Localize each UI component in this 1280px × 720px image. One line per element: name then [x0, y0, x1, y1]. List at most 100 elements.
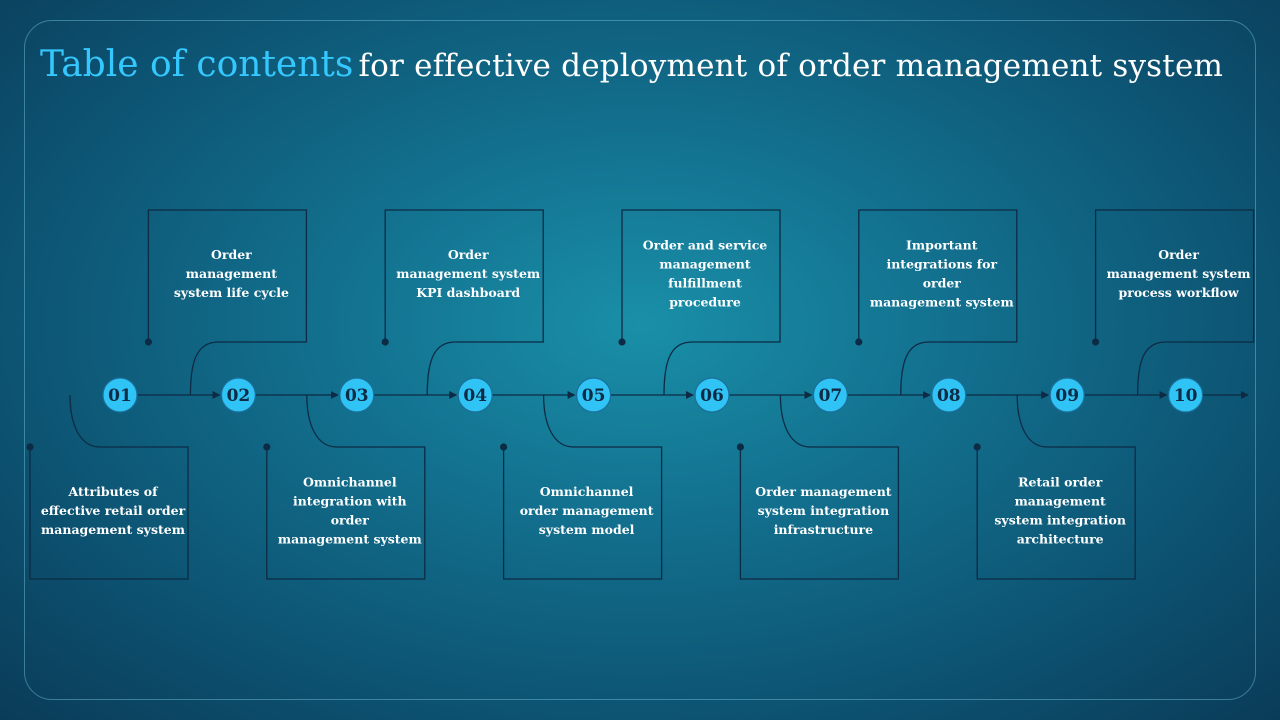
step-box-curve	[663, 341, 693, 396]
step-label-line: Order	[211, 247, 252, 262]
timeline-connectors	[69, 341, 1249, 448]
step-label-line: management system	[41, 522, 185, 537]
step-number: 08	[937, 386, 961, 406]
step-node-circle	[931, 377, 967, 413]
step-box-dot	[736, 443, 745, 451]
step-label: Order management system process workflow	[1107, 247, 1251, 300]
step-box-curve	[1016, 394, 1048, 448]
step-number: 02	[227, 386, 251, 406]
step-label: Omnichannel integration with order manageme…	[278, 475, 422, 547]
step-node-circle	[1167, 377, 1204, 413]
step-label-line: system integration	[994, 513, 1126, 528]
step-node: 09	[1049, 377, 1085, 413]
step-box-dot	[381, 338, 389, 346]
step-node-circle	[694, 377, 730, 413]
step-box-dot	[855, 338, 863, 346]
step-box-curve	[69, 394, 101, 448]
step-node-circle	[812, 377, 849, 413]
step-label-line: Order management	[755, 484, 892, 499]
step-label-line: architecture	[1017, 532, 1104, 547]
step-box-dot	[973, 443, 981, 451]
step-label-line: Order	[1158, 247, 1199, 262]
step-node: 07	[812, 377, 849, 413]
step-label-line: Omnichannel	[303, 475, 397, 490]
step-label-line: integrations for	[886, 257, 997, 272]
step-label-line: management system	[1107, 266, 1251, 281]
slide-title: Table of contents for effective deployme…	[40, 44, 1223, 85]
step-label-line: management	[186, 266, 277, 281]
step-label-line: effective retail order	[41, 503, 186, 518]
step-box-outline	[976, 446, 1136, 580]
step-box-dot	[500, 443, 508, 451]
step-box-outline	[266, 446, 426, 580]
step-node: 10	[1167, 377, 1204, 413]
step-label-line: KPI dashboard	[416, 285, 520, 300]
step-node-circle	[1049, 377, 1085, 413]
step-box-curve	[542, 394, 574, 448]
timeline-boxes: Attributes of effective retail order manag…	[26, 209, 1255, 580]
step-label-line: process workflow	[1119, 285, 1240, 300]
title-rest: for effective deployment of order manage…	[358, 48, 1224, 84]
step-label-line: Attributes of	[67, 484, 159, 499]
step-number: 10	[1174, 386, 1198, 406]
step-node-circle	[102, 377, 138, 413]
step-node-circle	[457, 377, 493, 413]
step-label-line: system integration	[758, 503, 890, 518]
step-node: 04	[457, 377, 493, 413]
step-box-outline	[147, 209, 308, 343]
step-box-dot	[1092, 338, 1100, 346]
step-number: 06	[700, 386, 724, 406]
step-label-line: order	[331, 513, 370, 528]
step-label-line: Order	[448, 247, 489, 262]
step-box-curve	[1136, 341, 1166, 396]
step-node: 01	[102, 377, 138, 413]
step-box-outline	[858, 209, 1018, 343]
step-label: Attributes of effective retail order manag…	[41, 484, 186, 537]
step-box-outline	[739, 446, 900, 580]
content-panel	[24, 20, 1256, 700]
step-box-outline	[384, 209, 544, 343]
step-label-line: fulfillment	[668, 276, 742, 291]
step-box-dot	[144, 338, 152, 346]
step-node: 05	[575, 377, 612, 413]
step-box-dot	[263, 443, 271, 451]
step-node-circle	[220, 377, 256, 413]
step-number: 01	[108, 386, 132, 406]
step-label-line: integration with	[293, 494, 407, 509]
step-label-line: Omnichannel	[540, 484, 634, 499]
step-label-line: management	[659, 257, 750, 272]
step-label-line: management system	[278, 532, 422, 547]
step-box-curve	[306, 394, 337, 448]
step-node: 02	[220, 377, 256, 413]
step-label-line: management system	[396, 266, 540, 281]
step-box-outline	[502, 446, 663, 580]
step-label-line: procedure	[669, 295, 741, 310]
step-number: 04	[463, 386, 487, 406]
timeline-nodes: 01 02 03 04 05 06 07 08 09 10	[102, 377, 1204, 413]
step-label-line: system model	[539, 522, 635, 537]
step-node: 08	[931, 377, 967, 413]
step-number: 05	[582, 386, 606, 406]
step-box-outline	[1094, 209, 1255, 343]
step-label-line: Retail order	[1018, 475, 1103, 490]
step-box-outline	[29, 446, 189, 580]
step-box-dot	[618, 338, 626, 346]
step-number: 07	[819, 386, 843, 406]
step-box-dot	[26, 443, 34, 451]
step-box-curve	[426, 341, 456, 396]
step-number: 03	[345, 386, 369, 406]
step-node: 03	[339, 377, 375, 413]
step-box-curve	[779, 394, 811, 448]
step-box-curve	[900, 341, 929, 396]
step-box-outline	[621, 209, 781, 343]
step-node: 06	[694, 377, 730, 413]
